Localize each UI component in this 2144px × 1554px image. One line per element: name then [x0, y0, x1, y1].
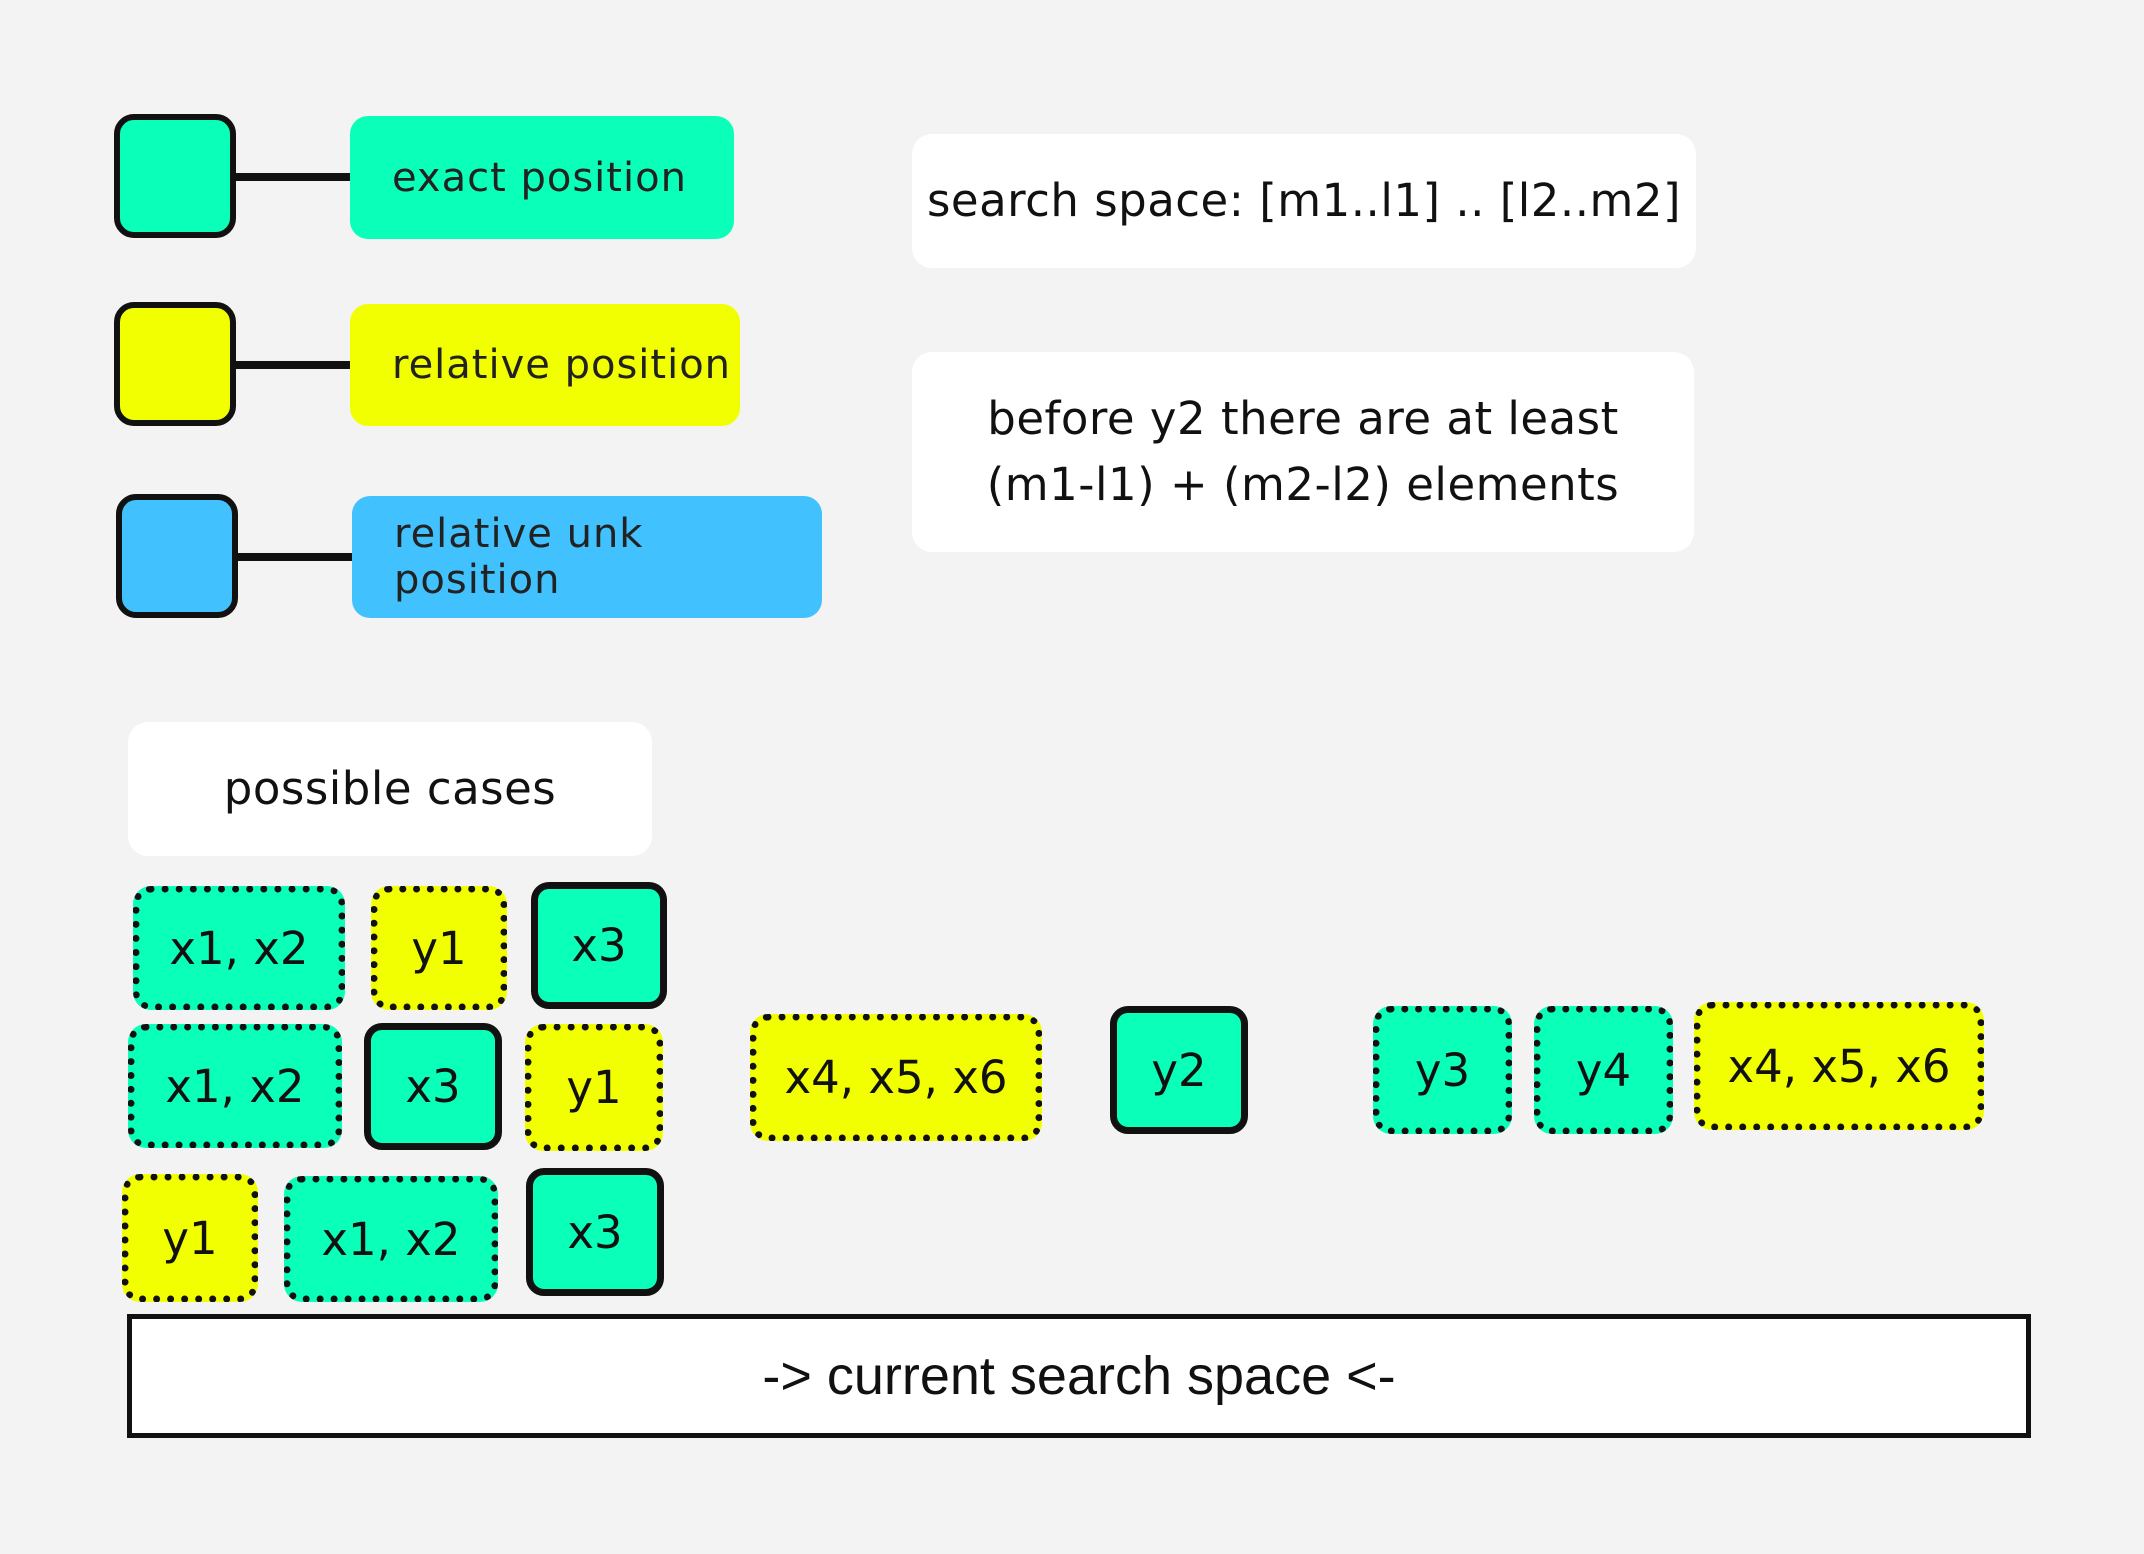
case2-y1: y1 [525, 1024, 663, 1151]
before-y2-text-line2: (m1-l1) + (m2-l2) elements [986, 458, 1620, 511]
legend-exact-swatch [114, 114, 236, 238]
search-space-text: search space: [m1..l1] .. [l2..m2] [926, 174, 1682, 227]
before-y2-text-line1: before y2 there are at least [987, 392, 1619, 445]
case1-y1: y1 [371, 886, 507, 1010]
legend-relative-connector [236, 361, 352, 369]
case1-x1-x2: x1, x2 [133, 886, 345, 1010]
case3-x3: x3 [526, 1168, 664, 1296]
case3-y1: y1 [122, 1174, 258, 1302]
seq-y3: y3 [1373, 1006, 1512, 1134]
seq-y4: y4 [1534, 1006, 1673, 1134]
possible-cases-card: possible cases [128, 722, 652, 856]
seq-left-x4-x5-x6: x4, x5, x6 [750, 1014, 1042, 1141]
before-y2-card: before y2 there are at least (m1-l1) + (… [912, 352, 1694, 552]
legend-exact-label: exact position [350, 116, 734, 239]
case2-x3: x3 [364, 1023, 502, 1150]
legend-relative-swatch [114, 302, 236, 426]
legend-unknown-connector [238, 553, 354, 561]
legend-exact-connector [236, 173, 352, 181]
legend-unknown-label: relative unk position [352, 496, 822, 618]
current-search-space-label: -> current search space <- [762, 1346, 1396, 1406]
case2-x1-x2: x1, x2 [128, 1024, 342, 1148]
case1-x3: x3 [531, 882, 667, 1009]
legend-unknown-swatch [116, 494, 238, 618]
seq-right-x4-x5-x6: x4, x5, x6 [1694, 1002, 1984, 1130]
seq-y2: y2 [1110, 1006, 1248, 1134]
current-search-space-bar: -> current search space <- [127, 1314, 2031, 1438]
possible-cases-title: possible cases [223, 762, 557, 815]
legend-relative-label: relative position [350, 304, 740, 426]
search-space-card: search space: [m1..l1] .. [l2..m2] [912, 134, 1696, 268]
case3-x1-x2: x1, x2 [284, 1176, 498, 1302]
